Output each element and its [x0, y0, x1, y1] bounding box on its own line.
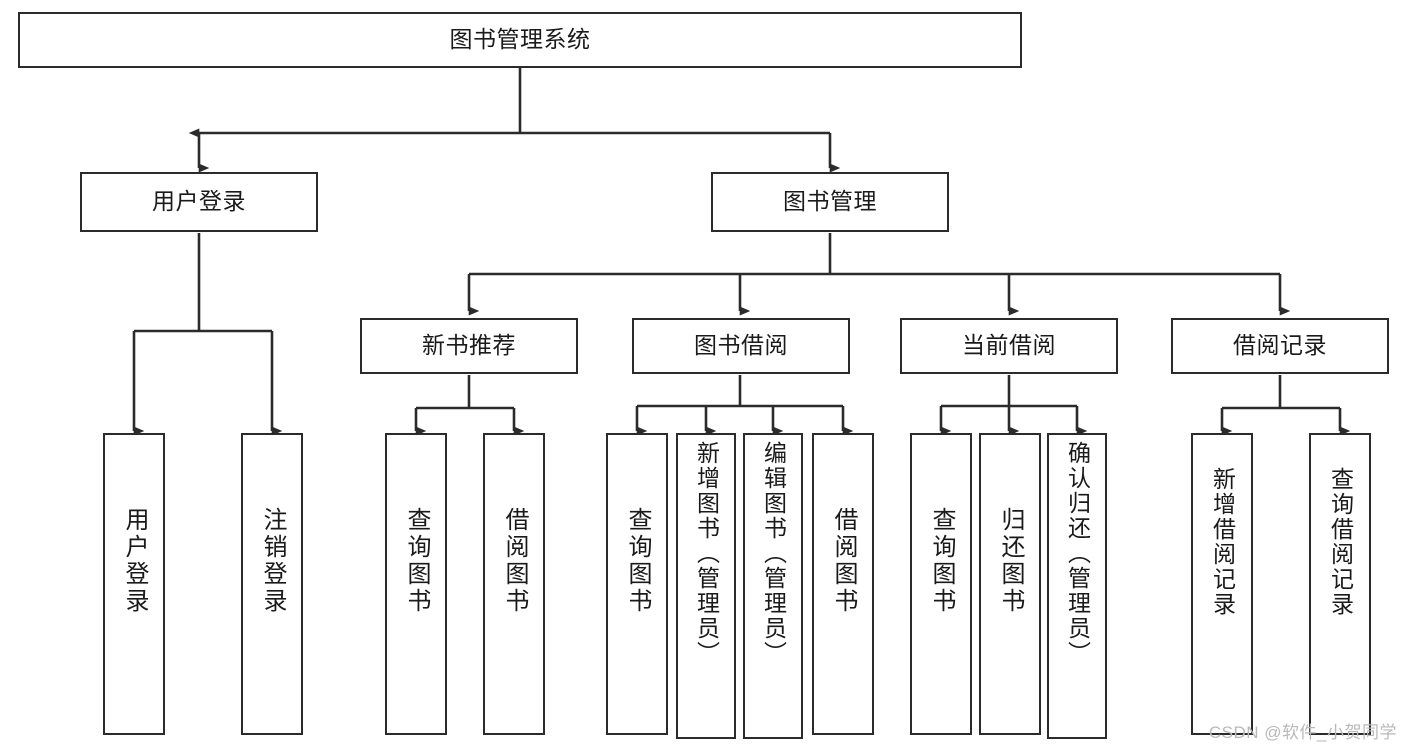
leaf-edit-book-admin[interactable]: 编辑图书（管理员）	[743, 433, 803, 739]
node-label: 当前借阅	[962, 332, 1056, 359]
node-label: 用户登录	[152, 188, 246, 215]
node-label: 查询图书	[624, 507, 651, 615]
node-label: 查询借阅记录	[1327, 467, 1354, 617]
node-label: 用户登录	[121, 507, 148, 615]
node-user-login[interactable]: 用户登录	[80, 172, 318, 232]
node-new-book-recommendation[interactable]: 新书推荐	[360, 318, 578, 374]
node-label: 新增图书（管理员）	[693, 441, 720, 666]
node-label: 查询图书	[928, 507, 955, 615]
node-label: 图书管理	[783, 188, 877, 215]
leaf-user-login[interactable]: 用户登录	[103, 433, 165, 735]
node-label: 借阅图书	[501, 507, 528, 615]
leaf-add-borrow-record[interactable]: 新增借阅记录	[1191, 433, 1253, 735]
node-current-borrowing[interactable]: 当前借阅	[900, 318, 1118, 374]
node-label: 借阅图书	[830, 507, 857, 615]
leaf-query-book-borrow[interactable]: 查询图书	[606, 433, 668, 735]
watermark-text: CSDN @软件_小贺同学	[1208, 723, 1397, 742]
leaf-borrow-book[interactable]: 借阅图书	[812, 433, 874, 735]
leaf-add-book-admin[interactable]: 新增图书（管理员）	[676, 433, 736, 739]
leaf-query-book-current[interactable]: 查询图书	[910, 433, 972, 735]
leaf-confirm-return-admin[interactable]: 确认归还（管理员）	[1047, 433, 1107, 739]
node-label: 编辑图书（管理员）	[760, 441, 787, 666]
node-label: 新书推荐	[422, 332, 516, 359]
node-root-library-system[interactable]: 图书管理系统	[18, 12, 1022, 68]
node-label: 新增借阅记录	[1209, 467, 1236, 617]
node-label: 图书借阅	[694, 332, 788, 359]
node-label: 图书管理系统	[449, 26, 591, 53]
leaf-borrow-book-new[interactable]: 借阅图书	[483, 433, 545, 735]
leaf-logout[interactable]: 注销登录	[241, 433, 303, 735]
node-label: 注销登录	[259, 507, 286, 615]
node-label: 查询图书	[403, 507, 430, 615]
node-label: 归还图书	[997, 507, 1024, 615]
leaf-query-book-new[interactable]: 查询图书	[385, 433, 447, 735]
node-label: 确认归还（管理员）	[1064, 441, 1091, 666]
leaf-return-book[interactable]: 归还图书	[979, 433, 1041, 735]
leaf-query-borrow-record[interactable]: 查询借阅记录	[1309, 433, 1371, 735]
node-book-borrowing[interactable]: 图书借阅	[632, 318, 850, 374]
node-borrow-records[interactable]: 借阅记录	[1171, 318, 1389, 374]
node-book-management[interactable]: 图书管理	[711, 172, 949, 232]
node-label: 借阅记录	[1233, 332, 1327, 359]
